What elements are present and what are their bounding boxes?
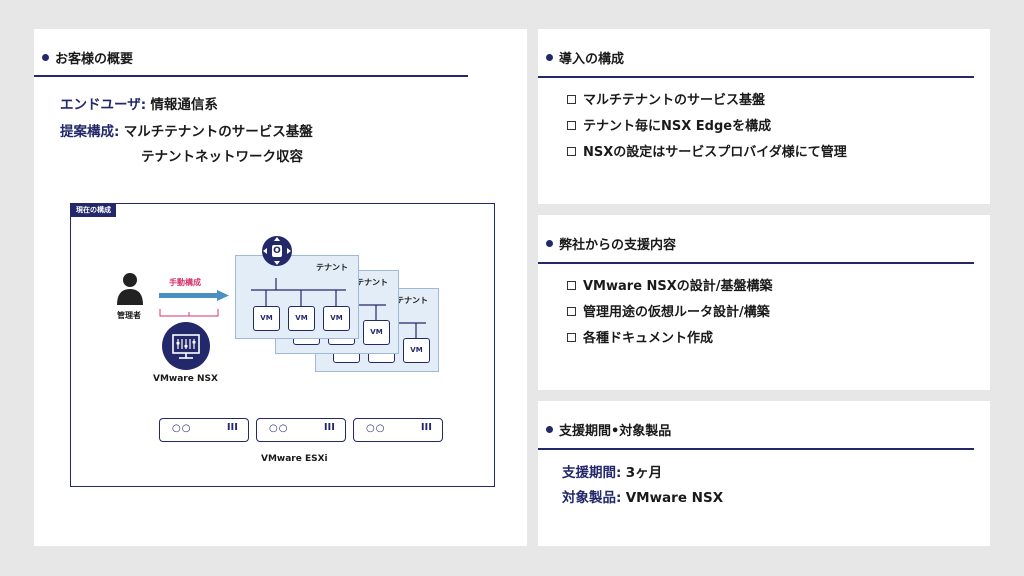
- vm-box: VM: [363, 320, 390, 345]
- arrow-right-icon: [159, 290, 229, 301]
- proposal-label: 提案構成:: [60, 124, 120, 140]
- diagram-tag: 現在の構成: [71, 204, 116, 217]
- admin-person-icon: [117, 273, 143, 305]
- intro-list: マルチテナントのサービス基盤 テナント毎にNSX Edgeを構成 NSXの設定は…: [567, 92, 847, 170]
- title-underline: [538, 76, 974, 78]
- period-product-panel: 支援期間•対象製品 支援期間: 3ヶ月 対象製品: VMware NSX: [538, 401, 990, 546]
- list-item: VMware NSXの設計/基盤構築: [567, 278, 773, 304]
- list-item: マルチテナントのサービス基盤: [567, 92, 847, 118]
- product-label: 対象製品:: [562, 490, 622, 506]
- admin-label: 管理者: [117, 311, 141, 320]
- bullet-dot-icon: [42, 54, 49, 61]
- proposal-row: 提案構成: マルチテナントのサービス基盤: [60, 123, 313, 141]
- router-symbol: O: [273, 246, 281, 256]
- router-icon: O: [261, 235, 293, 267]
- product-row: 対象製品: VMware NSX: [562, 489, 723, 507]
- current-configuration-diagram: 現在の構成 管理者 手動構成: [70, 203, 495, 487]
- esxi-server: ○○ III: [353, 418, 443, 442]
- manual-config-label: 手動構成: [169, 278, 201, 287]
- tenant-network-lines: [251, 278, 346, 306]
- end-user-value: 情報通信系: [150, 97, 218, 113]
- proposal-value-2: テナントネットワーク収容: [141, 149, 303, 165]
- checkbox-square-icon: [567, 333, 576, 342]
- product-value: VMware NSX: [625, 490, 724, 506]
- title-underline: [538, 262, 974, 264]
- support-content-panel: 弊社からの支援内容 VMware NSXの設計/基盤構築 管理用途の仮想ルータ設…: [538, 215, 990, 390]
- customer-overview-title: お客様の概要: [42, 48, 133, 67]
- support-title: 弊社からの支援内容: [546, 234, 676, 253]
- period-label: 支援期間:: [562, 465, 622, 481]
- router-circle-icon: [262, 236, 292, 266]
- vm-box: VM: [253, 306, 280, 331]
- nsx-monitor-icon: [162, 322, 210, 370]
- esxi-label: VMware ESXi: [261, 454, 328, 464]
- intro-configuration-panel: 導入の構成 マルチテナントのサービス基盤 テナント毎にNSX Edgeを構成 N…: [538, 29, 990, 204]
- checkbox-square-icon: [567, 307, 576, 316]
- period-title: 支援期間•対象製品: [546, 420, 671, 439]
- vm-box: VM: [288, 306, 315, 331]
- checkbox-square-icon: [567, 281, 576, 290]
- period-value: 3ヶ月: [625, 465, 663, 481]
- list-item: 各種ドキュメント作成: [567, 330, 773, 356]
- esxi-server: ○○ III: [159, 418, 249, 442]
- nsx-label: VMware NSX: [153, 374, 218, 384]
- list-item: テナント毎にNSX Edgeを構成: [567, 118, 847, 144]
- bracket-icon: [159, 309, 219, 317]
- vm-box: VM: [323, 306, 350, 331]
- intro-title: 導入の構成: [546, 48, 624, 67]
- end-user-label: エンドユーザ:: [60, 97, 147, 113]
- tenant-card-1: テナント VM VM VM: [235, 255, 359, 339]
- list-item: NSXの設定はサービスプロバイダ様にて管理: [567, 144, 847, 170]
- period-row: 支援期間: 3ヶ月: [562, 464, 662, 482]
- customer-overview-panel: お客様の概要 エンドユーザ: 情報通信系 提案構成: マルチテナントのサービス基…: [34, 29, 527, 546]
- esxi-server: ○○ III: [256, 418, 346, 442]
- proposal-row-2: テナントネットワーク収容: [141, 148, 303, 166]
- proposal-value-1: マルチテナントのサービス基盤: [123, 124, 313, 140]
- vm-box: VM: [403, 338, 430, 363]
- checkbox-square-icon: [567, 95, 576, 104]
- bullet-dot-icon: [546, 240, 553, 247]
- checkbox-square-icon: [567, 147, 576, 156]
- title-underline: [538, 448, 974, 450]
- end-user-row: エンドユーザ: 情報通信系: [60, 96, 218, 114]
- list-item: 管理用途の仮想ルータ設計/構築: [567, 304, 773, 330]
- bullet-dot-icon: [546, 54, 553, 61]
- support-list: VMware NSXの設計/基盤構築 管理用途の仮想ルータ設計/構築 各種ドキュ…: [567, 278, 773, 356]
- bullet-dot-icon: [546, 426, 553, 433]
- checkbox-square-icon: [567, 121, 576, 130]
- title-underline: [34, 75, 468, 77]
